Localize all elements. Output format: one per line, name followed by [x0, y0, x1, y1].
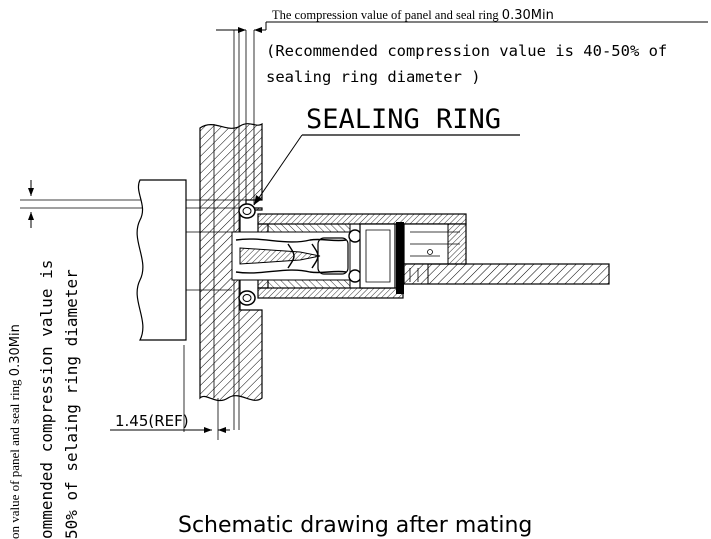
drawing-caption: Schematic drawing after mating — [178, 513, 532, 538]
sealing-ring-leader — [253, 134, 520, 206]
left-note-line1: on value of panel and seal ring 0.30Min — [7, 324, 23, 539]
ref-dimension — [110, 345, 230, 440]
left-note-line3: 50% of selaing ring diameter — [62, 269, 81, 539]
sealing-ring-label: SEALING RING — [306, 104, 501, 135]
top-note-line2: (Recommended compression value is 40-50%… — [266, 42, 667, 60]
pcb-board — [403, 263, 610, 285]
ref-dimension-label: 1.45(REF) — [115, 412, 189, 430]
left-note-line2: ommended compression value is — [37, 260, 56, 539]
receptacle-housing — [231, 213, 467, 299]
mating-plug-body — [136, 179, 232, 341]
sealing-ring — [238, 203, 256, 306]
top-note-line1: The compression value of panel and seal … — [272, 8, 554, 23]
top-note-line3: sealing ring diameter ) — [266, 68, 481, 86]
panel-wall — [199, 122, 263, 402]
